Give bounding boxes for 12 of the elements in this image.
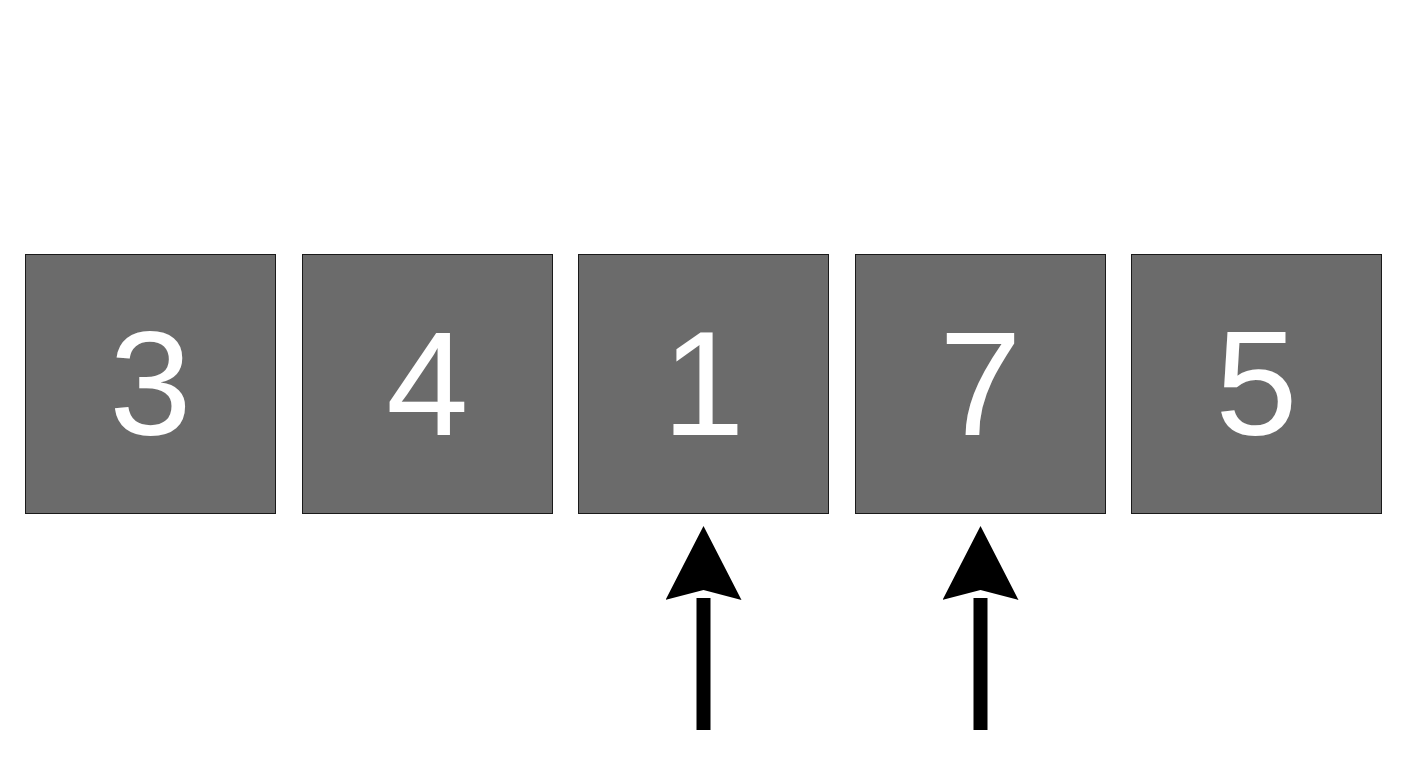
number-label: 4 <box>386 310 469 458</box>
number-label: 7 <box>939 310 1022 458</box>
number-tile <box>855 254 1106 514</box>
number-tile <box>302 254 553 514</box>
arrow <box>665 526 742 730</box>
number-tile <box>25 254 276 514</box>
number-tile <box>578 254 829 514</box>
arrow <box>942 526 1019 730</box>
number-tile <box>1131 254 1382 514</box>
number-label: 3 <box>109 310 192 458</box>
number-label: 5 <box>1215 310 1298 458</box>
number-label: 1 <box>662 310 745 458</box>
